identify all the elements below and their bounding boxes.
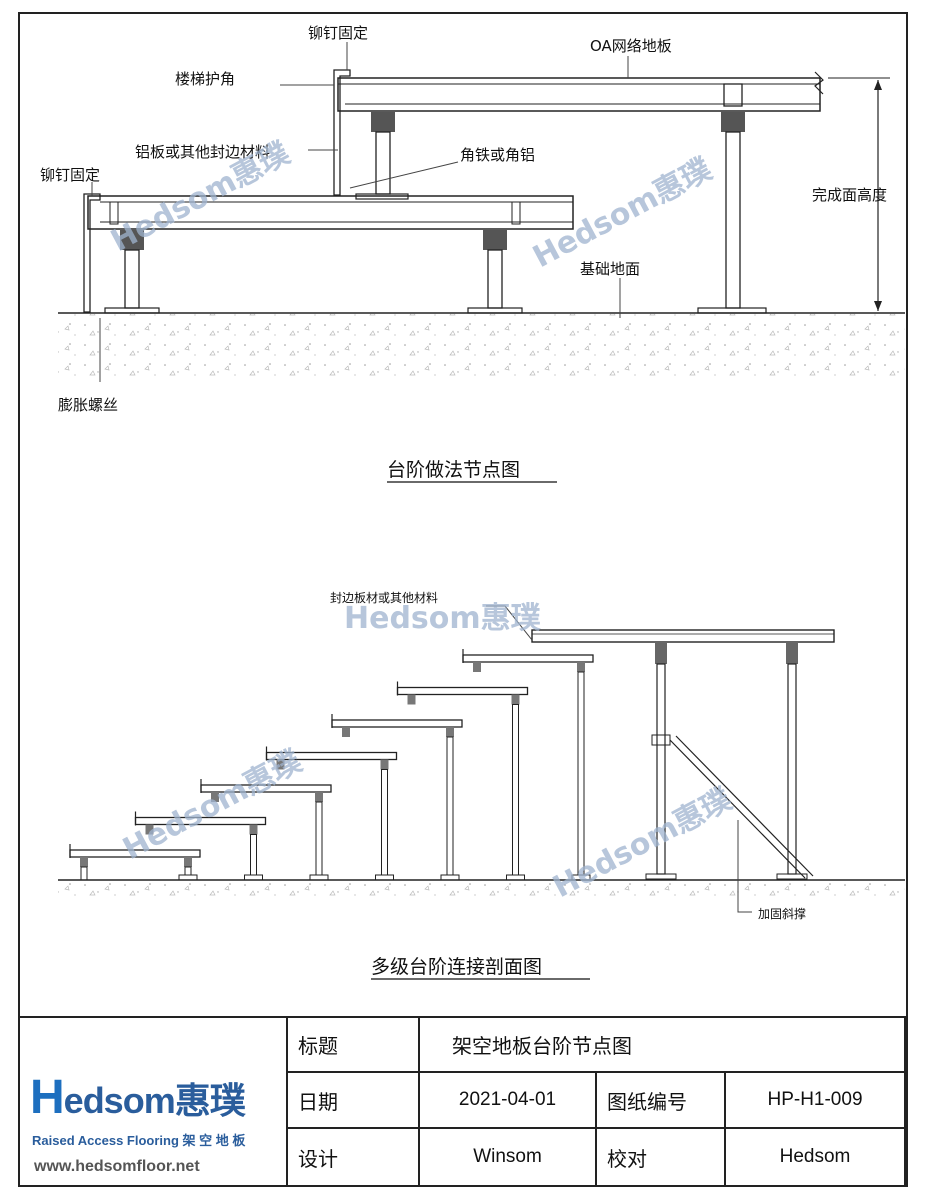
pedestal-lower-left <box>104 230 160 314</box>
stair-step <box>200 779 332 881</box>
label-angle-iron: 角铁或角铝 <box>460 146 535 164</box>
brand-tagline: Raised Access Flooring 架 空 地 板 <box>32 1133 246 1148</box>
caption-top: 台阶做法节点图 <box>387 459 520 481</box>
stair-step <box>331 714 463 881</box>
pedestal-upper-right <box>697 83 767 314</box>
company-logo: Hedsom惠璞 Raised Access Flooring 架 空 地 板 … <box>20 1018 288 1185</box>
label-rivet-top: 铆钉固定 <box>308 24 368 42</box>
design-value: Winsom <box>420 1129 597 1185</box>
pedestal-top-a <box>645 642 677 880</box>
drawing-canvas: 铆钉固定 OA网络地板 楼梯护角 铝板或其他封边材料 角铁或角铝 铆钉固定 完成… <box>40 24 905 980</box>
stair-step <box>396 681 529 881</box>
label-edge-board: 封边板材或其他材料 <box>330 591 438 605</box>
title-label: 标题 <box>288 1018 420 1073</box>
stair-step <box>69 844 201 881</box>
label-brace: 加固斜撑 <box>758 906 806 921</box>
label-rivet-left: 铆钉固定 <box>40 166 100 184</box>
pedestal-top-b <box>776 642 808 880</box>
label-finished-height: 完成面高度 <box>812 186 887 204</box>
drawing-frame <box>18 12 908 1187</box>
stair-steps <box>69 649 594 881</box>
watermark: Hedsom惠璞 <box>527 151 718 275</box>
top-stair-detail: 铆钉固定 OA网络地板 楼梯护角 铝板或其他封边材料 角铁或角铝 铆钉固定 完成… <box>40 24 905 483</box>
date-label: 日期 <box>288 1073 420 1129</box>
date-value: 2021-04-01 <box>420 1073 597 1129</box>
pedestal-lower-right <box>467 230 523 314</box>
pedestal-upper-left <box>355 112 409 200</box>
check-label: 校对 <box>597 1129 726 1185</box>
drawing-no-label: 图纸编号 <box>597 1073 726 1129</box>
watermark: Hedsom惠璞 <box>344 601 542 636</box>
title-block: Hedsom惠璞 Raised Access Flooring 架 空 地 板 … <box>20 1018 906 1185</box>
label-base-ground: 基础地面 <box>580 260 640 278</box>
check-value: Hedsom <box>726 1129 906 1185</box>
label-edge-material: 铝板或其他封边材料 <box>135 143 270 161</box>
drawing-no-value: HP-H1-009 <box>726 1073 906 1129</box>
label-expansion-screw: 膨胀螺丝 <box>58 396 118 414</box>
design-label: 设计 <box>288 1129 420 1185</box>
title-value: 架空地板台阶节点图 <box>420 1018 906 1073</box>
label-stair-corner: 楼梯护角 <box>175 70 235 88</box>
stair-step <box>462 649 594 881</box>
brand-name: Hedsom惠璞 <box>30 1071 246 1124</box>
website-url: www.hedsomfloor.net <box>34 1158 200 1175</box>
label-oa-floor: OA网络地板 <box>590 37 672 55</box>
stair-step <box>265 746 398 881</box>
bottom-multi-step-section: 封边板材或其他材料 加固斜撑 多级台阶连接剖面图 Hedsom惠璞 Hedsom… <box>58 591 905 980</box>
watermark: Hedsom惠璞 <box>117 743 308 867</box>
stair-step <box>134 811 267 881</box>
title-block-divider <box>18 1016 908 1018</box>
caption-bottom: 多级台阶连接剖面图 <box>371 956 542 978</box>
